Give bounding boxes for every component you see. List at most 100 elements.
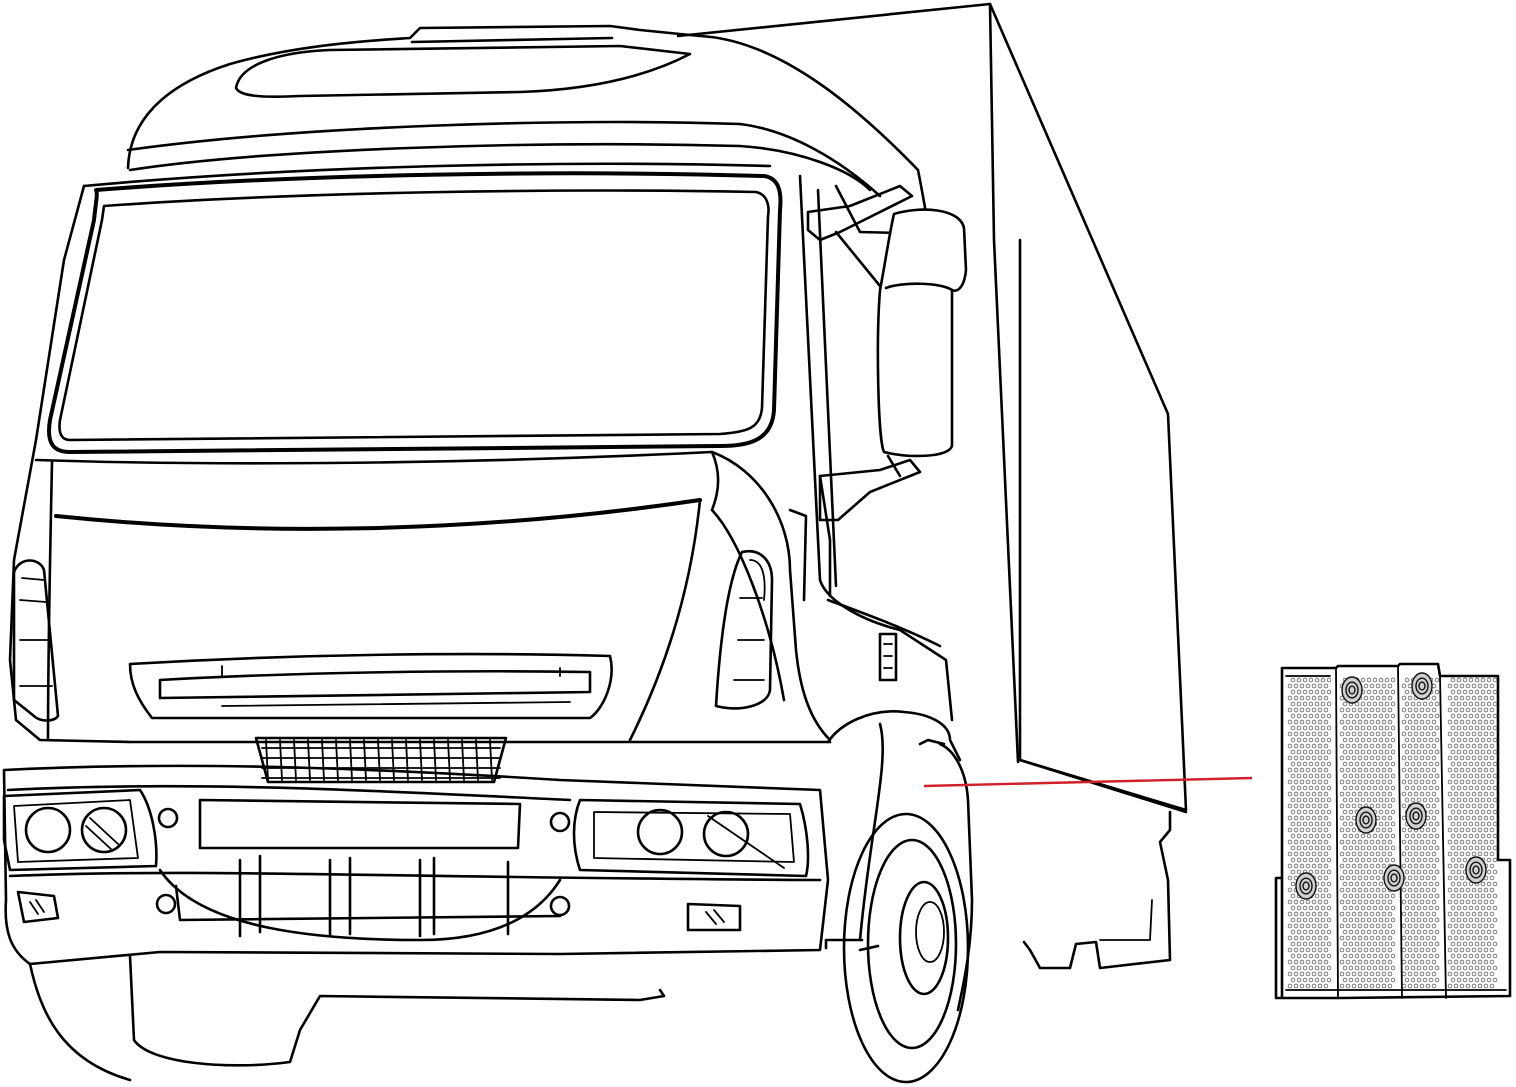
perforation-hole — [1465, 839, 1471, 845]
perforation-hole — [1407, 767, 1413, 773]
perforation-hole — [1434, 917, 1440, 923]
perforation-hole — [1434, 953, 1440, 959]
perforation-hole — [1357, 839, 1363, 845]
perforation-hole — [1387, 779, 1393, 785]
perforation-hole — [1357, 743, 1363, 749]
perforation-hole — [1363, 863, 1369, 869]
perforation-hole — [1378, 773, 1384, 779]
perforation-hole — [1462, 965, 1468, 971]
perforation-hole — [1323, 875, 1329, 881]
perforation-hole — [1465, 815, 1471, 821]
perforation-hole — [1305, 923, 1311, 929]
perforation-hole — [1317, 755, 1323, 761]
perforation-hole — [1401, 851, 1407, 857]
perforation-hole — [1290, 905, 1296, 911]
perforation-hole — [1314, 917, 1320, 923]
perforation-hole — [1477, 719, 1483, 725]
perforation-hole — [1351, 923, 1357, 929]
perforation-hole — [1431, 839, 1437, 845]
perforation-hole — [1483, 959, 1489, 965]
perforation-hole — [1456, 881, 1462, 887]
perforation-hole — [1305, 731, 1311, 737]
perforation-hole — [1489, 839, 1495, 845]
perforation-hole — [1459, 743, 1465, 749]
perforation-hole — [1419, 719, 1425, 725]
perforation-hole — [1419, 767, 1425, 773]
perforation-hole — [1486, 929, 1492, 935]
perforation-hole — [1363, 983, 1369, 989]
perforation-hole — [1369, 947, 1375, 953]
perforation-hole — [1293, 695, 1299, 701]
perforation-hole — [1317, 779, 1323, 785]
perforation-hole — [1447, 731, 1453, 737]
perforation-hole — [1339, 719, 1345, 725]
perforation-hole — [1447, 791, 1453, 797]
mud-flap-part — [1274, 662, 1512, 1000]
perforation-hole — [1339, 839, 1345, 845]
perforation-hole — [1326, 809, 1332, 815]
perforation-hole — [1453, 791, 1459, 797]
perforation-hole — [1320, 761, 1326, 767]
perforation-hole — [1419, 923, 1425, 929]
perforation-hole — [1372, 893, 1378, 899]
perforation-hole — [1302, 773, 1308, 779]
perforation-hole — [1431, 899, 1437, 905]
perforation-hole — [1390, 893, 1396, 899]
perforation-hole — [1311, 779, 1317, 785]
perforation-hole — [1299, 731, 1305, 737]
perforation-hole — [1425, 707, 1431, 713]
perforation-hole — [1390, 977, 1396, 983]
perforation-hole — [1302, 689, 1308, 695]
perforation-hole — [1413, 935, 1419, 941]
perforation-hole — [1492, 833, 1498, 839]
perforation-hole — [1416, 869, 1422, 875]
perforation-hole — [1453, 707, 1459, 713]
perforation-hole — [1326, 965, 1332, 971]
perforation-hole — [1372, 845, 1378, 851]
perforation-hole — [1372, 689, 1378, 695]
perforation-hole — [1372, 905, 1378, 911]
perforation-hole — [1311, 707, 1317, 713]
perforation-hole — [1375, 755, 1381, 761]
grille-bar — [321, 739, 325, 781]
perforation-hole — [1486, 725, 1492, 731]
perforation-hole — [1345, 983, 1351, 989]
perforation-hole — [1342, 905, 1348, 911]
perforation-hole — [1317, 899, 1323, 905]
perforation-hole — [1305, 791, 1311, 797]
perforation-hole — [1407, 911, 1413, 917]
perforation-hole — [1447, 983, 1453, 989]
perforation-hole — [1413, 875, 1419, 881]
perforation-hole — [1369, 719, 1375, 725]
perforation-hole — [1323, 947, 1329, 953]
perforation-hole — [1416, 929, 1422, 935]
perforation-hole — [1486, 857, 1492, 863]
perforation-hole — [1366, 737, 1372, 743]
perforation-hole — [1314, 821, 1320, 827]
perforation-hole — [1390, 845, 1396, 851]
perforation-hole — [1480, 677, 1486, 683]
perforation-hole — [1434, 833, 1440, 839]
perforation-hole — [1407, 923, 1413, 929]
perforation-hole — [1459, 875, 1465, 881]
perforation-hole — [1354, 965, 1360, 971]
perforation-hole — [1410, 761, 1416, 767]
perforation-hole — [1471, 791, 1477, 797]
perforation-hole — [1311, 755, 1317, 761]
perforation-hole — [1317, 815, 1323, 821]
perforation-hole — [1450, 857, 1456, 863]
perforation-hole — [1375, 971, 1381, 977]
upper-grille — [128, 652, 613, 720]
perforation-hole — [1372, 701, 1378, 707]
perforation-hole — [1372, 953, 1378, 959]
perforation-hole — [1428, 941, 1434, 947]
perforation-hole — [1459, 731, 1465, 737]
perforation-hole — [1369, 923, 1375, 929]
perforation-hole — [1480, 821, 1486, 827]
perforation-hole — [1375, 851, 1381, 857]
perforation-hole — [1287, 947, 1293, 953]
perforation-hole — [1434, 761, 1440, 767]
perforation-hole — [1384, 941, 1390, 947]
perforation-hole — [1296, 785, 1302, 791]
perforation-hole — [1453, 911, 1459, 917]
